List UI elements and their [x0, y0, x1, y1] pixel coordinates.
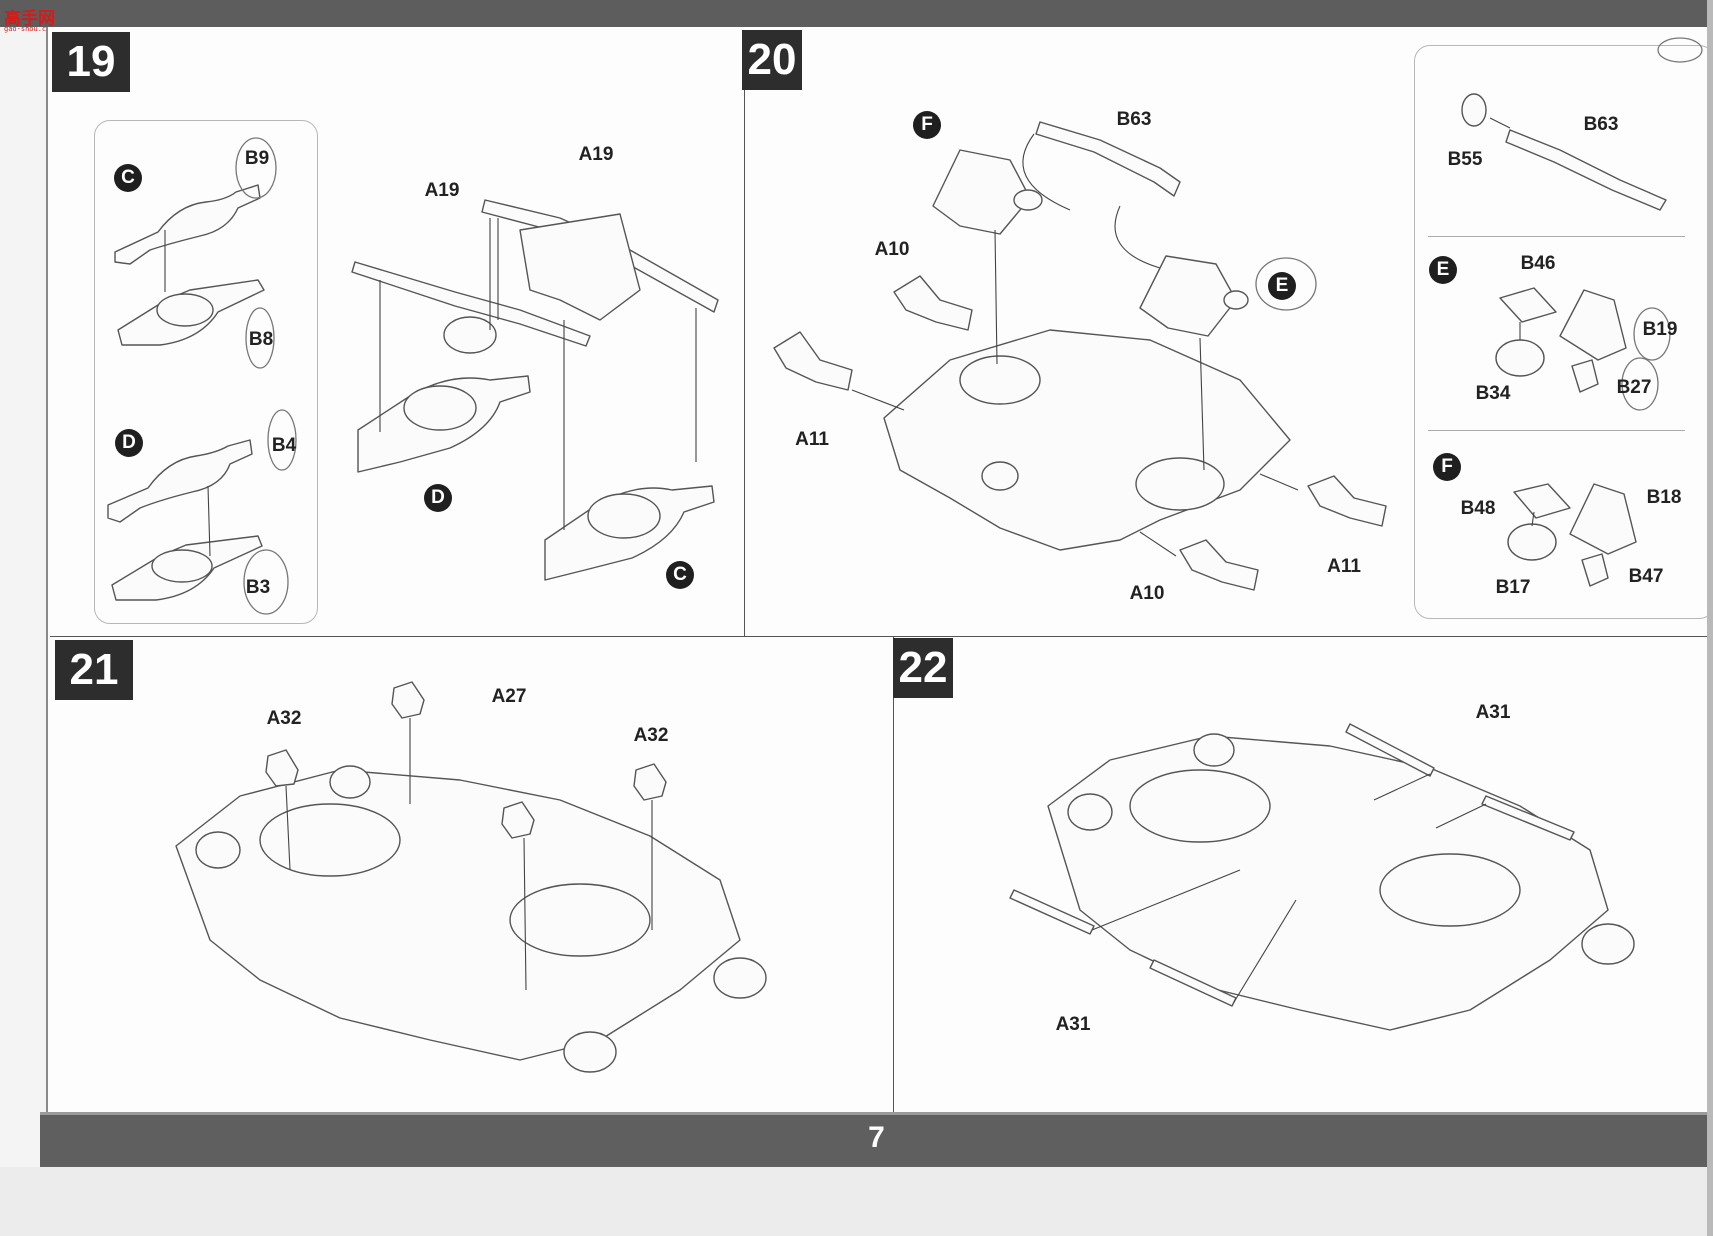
part-label-b63-main: B63 [1116, 109, 1152, 130]
page-number: 7 [868, 1121, 885, 1154]
page-edge-stack [1707, 0, 1713, 1236]
rod-a31-top-left [1345, 723, 1435, 777]
hub-a11-right [1307, 475, 1387, 527]
leaf-spring-left [351, 261, 591, 347]
step-22-badge: 22 [893, 638, 953, 698]
pan-b48 [1513, 483, 1571, 519]
part-label-b46: B46 [1520, 253, 1556, 274]
detail-separator-2 [1428, 430, 1685, 431]
part-label-a19-left: A19 [424, 180, 460, 201]
callout-e-detail: E [1429, 256, 1457, 284]
panel-divider-vertical-top [744, 30, 745, 636]
part-label-b8: B8 [248, 329, 274, 350]
bracket-a27-mid [501, 801, 535, 839]
part-label-b9: B9 [244, 148, 270, 169]
part-label-b3: B3 [245, 577, 271, 598]
part-label-b55: B55 [1447, 149, 1483, 170]
box-b19 [1559, 289, 1627, 361]
part-label-a32-left: A32 [266, 708, 302, 729]
drive-shaft-b63 [1035, 121, 1181, 197]
part-label-b48: B48 [1460, 498, 1496, 519]
part-label-a11-left: A11 [795, 429, 829, 450]
transfer-box-e [1139, 255, 1237, 337]
axle-housing-c-part [114, 184, 261, 265]
step-21-badge: 21 [55, 640, 133, 700]
plate-b47 [1581, 553, 1609, 587]
hub-a10-top [893, 275, 973, 331]
step-19-badge: 19 [52, 32, 130, 92]
part-label-b63-detail: B63 [1583, 114, 1619, 135]
part-label-a27: A27 [491, 686, 527, 707]
panel-divider-horizontal [50, 636, 1713, 637]
callout-d-main: D [424, 484, 452, 512]
rod-a31-bottom-left [1009, 889, 1095, 935]
callout-f-main: F [913, 111, 941, 139]
part-label-b4: B4 [271, 435, 297, 456]
bracket-a27-top [391, 681, 425, 719]
part-label-b18: B18 [1646, 487, 1682, 508]
desk-background [0, 1167, 1713, 1236]
top-border-bar [0, 0, 1713, 27]
axle-housing-d-part [107, 439, 253, 523]
watermark-url: gao-shou.com [4, 25, 55, 33]
plate-b27 [1571, 359, 1599, 393]
chassis-step-22 [1047, 735, 1609, 1031]
detail-separator-1 [1428, 236, 1685, 237]
part-label-b19: B19 [1642, 319, 1678, 340]
drive-shaft-detail [1505, 129, 1667, 211]
bracket-a32-left [265, 749, 299, 787]
callout-f-detail: F [1433, 453, 1461, 481]
part-label-b17: B17 [1495, 577, 1531, 598]
box-b18 [1569, 483, 1637, 555]
transfer-box-f [932, 149, 1031, 235]
hub-a10-bottom [1179, 539, 1259, 591]
part-label-b47: B47 [1628, 566, 1664, 587]
part-label-b27: B27 [1616, 377, 1652, 398]
part-label-a31-top: A31 [1475, 702, 1511, 723]
hub-a11-left [773, 331, 853, 391]
panel-divider-vertical-bottom [893, 636, 894, 1112]
bracket-a32-right [633, 763, 667, 801]
chassis-step-21 [175, 769, 741, 1061]
part-label-a31-bottom: A31 [1055, 1014, 1091, 1035]
part-label-a10-bottom: A10 [1129, 583, 1165, 604]
rod-a31-top-right [1481, 795, 1575, 841]
part-label-a11-right: A11 [1327, 556, 1361, 577]
part-label-a32-right: A32 [633, 725, 669, 746]
callout-c-subassembly: C [114, 164, 142, 192]
step-20-badge: 20 [742, 30, 802, 90]
pan-b46 [1499, 287, 1557, 323]
part-label-a19-right: A19 [578, 144, 614, 165]
part-label-b34: B34 [1475, 383, 1511, 404]
part-label-a10-top: A10 [874, 239, 910, 260]
callout-d-subassembly: D [115, 429, 143, 457]
frame-crossmember [519, 213, 641, 321]
watermark-logo: 高手网 [4, 9, 55, 28]
callout-e-main: E [1268, 272, 1296, 300]
chassis-assembly [883, 329, 1291, 551]
callout-c-main: C [666, 561, 694, 589]
bottom-border-bar: 7 [40, 1112, 1713, 1167]
